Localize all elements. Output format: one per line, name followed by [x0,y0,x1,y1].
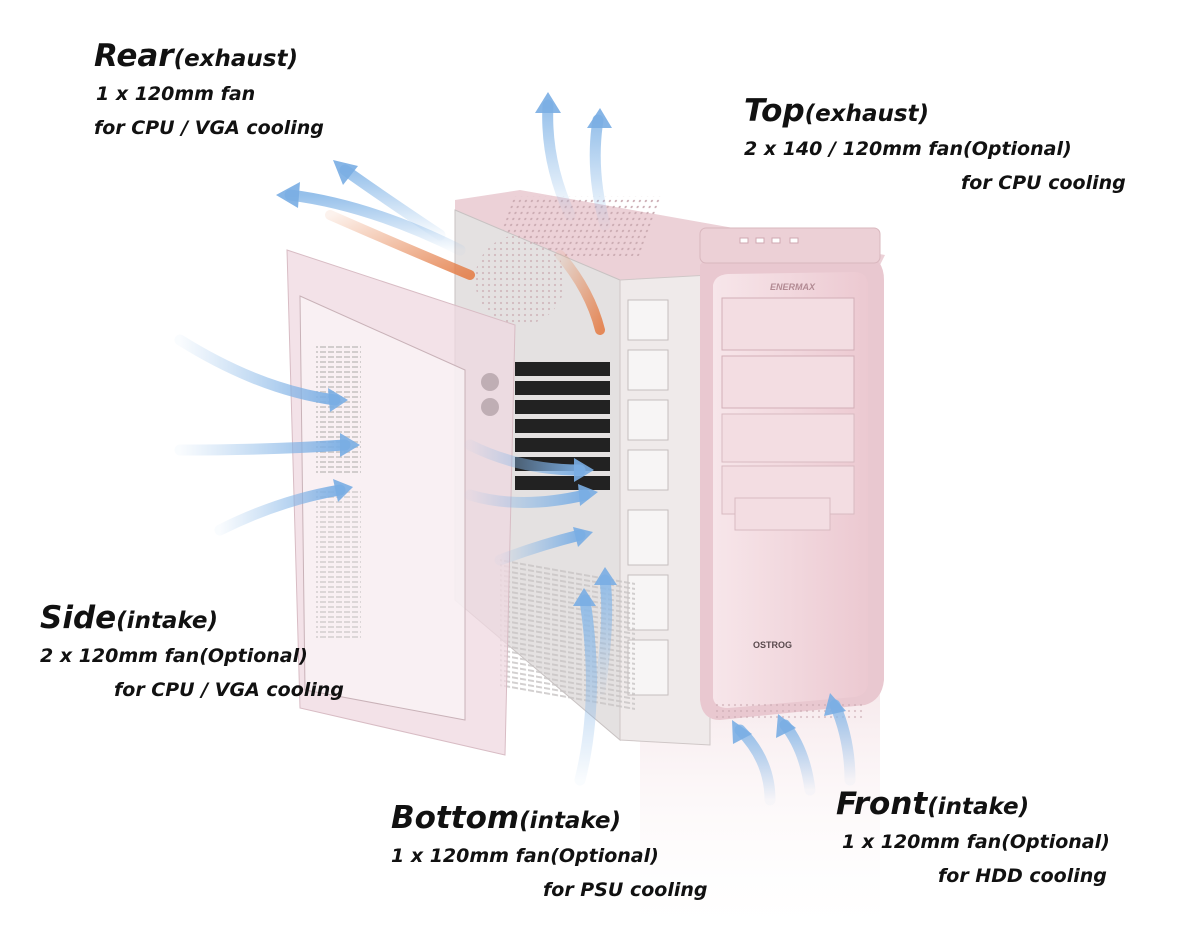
top-title: Top [744,93,805,129]
top-arrow-1 [542,99,576,221]
bottom-arrowhead-1 [573,588,596,606]
bottom-paren: (intake) [519,808,622,834]
arrow-heads [276,92,846,744]
brand-logo: ENERMAX [770,282,816,292]
top-purpose: for CPU cooling [961,172,1126,194]
side-vents-lower [316,490,361,640]
rear-title: Rear [94,38,174,74]
side-vents [316,345,361,475]
top-label: Top(exhaust) 2 x 140 / 120mm fan(Optiona… [744,93,1126,200]
front-arrowhead-1 [732,720,752,744]
side-paren: (intake) [116,608,219,634]
bottom-title: Bottom [391,800,520,836]
drive-cage [627,299,669,696]
top-paren: (exhaust) [804,101,930,127]
side-spec: 2 x 120mm fan(Optional) [40,645,308,667]
floor-reflection [640,690,880,945]
side-arrow-1 [174,334,341,406]
bay-cover-3 [734,497,831,531]
bottom-spec: 1 x 120mm fan(Optional) [391,845,659,867]
bay-cover-1 [721,413,855,463]
top-arrowhead-1 [535,92,561,113]
side-arrow-2 [174,439,351,456]
bottom-arrow-2 [594,574,613,696]
front-arrowhead-3 [824,693,846,716]
side-arrow-3 [214,484,346,536]
rear-arrow-1 [284,189,466,256]
bottom-arrow-1 [574,594,597,786]
side-arrow-5 [464,489,591,508]
rear-label: Rear(exhaust) 1 x 120mm fan for CPU / VG… [94,38,324,145]
rear-spec: 1 x 120mm fan [96,83,256,105]
model-badge: OSTROG [753,640,792,650]
io-ports [739,237,799,244]
front-paren: (intake) [927,794,1030,820]
front-arrowhead-2 [776,714,796,738]
side-arrowhead-5 [578,484,598,506]
rear-arrow-2 [339,164,446,241]
side-title: Side [40,600,117,636]
top-spec: 2 x 140 / 120mm fan(Optional) [744,138,1072,160]
bottom-label: Bottom(intake) 1 x 120mm fan(Optional) f… [391,800,707,907]
front-purpose: for HDD cooling [938,865,1107,887]
side-arrow-4 [464,439,586,476]
side-arrowhead-2 [340,433,360,457]
exhaust-arrows-orange [325,210,605,335]
top-arrowhead-2 [587,108,612,128]
rear-arrowhead-1 [276,182,300,208]
odd-bay-2 [721,355,855,409]
front-spec: 1 x 120mm fan(Optional) [842,831,1110,853]
rear-fan-grille [475,235,565,325]
rear-purpose: for CPU / VGA cooling [94,117,324,139]
side-arrowhead-6 [573,527,593,547]
front-label: Front(intake) 1 x 120mm fan(Optional) fo… [836,786,1110,893]
side-label: Side(intake) 2 x 120mm fan(Optional) for… [40,600,344,707]
odd-bay-1 [721,297,855,351]
side-purpose: for CPU / VGA cooling [114,679,344,701]
bottom-purpose: for PSU cooling [543,879,708,901]
side-arrow-6 [494,529,586,566]
bottom-arrowhead-2 [594,567,617,585]
rear-arrowhead-2 [333,160,358,185]
side-arrowhead-1 [328,388,348,412]
case-floor [500,558,635,712]
top-arrow-2 [589,114,611,231]
side-arrowhead-4 [574,458,594,482]
front-top-io [699,227,881,264]
side-arrowhead-3 [333,479,353,502]
front-title: Front [836,786,928,822]
rear-paren: (exhaust) [173,46,298,72]
